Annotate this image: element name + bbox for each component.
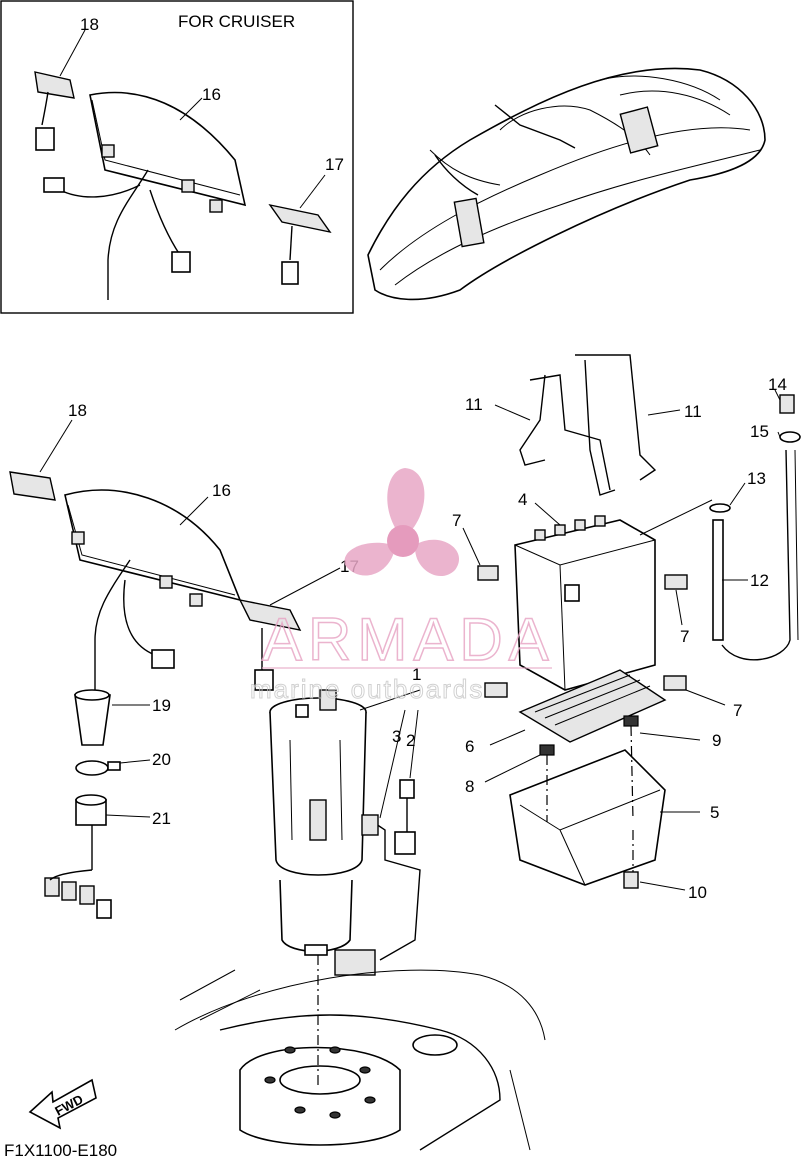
part-5-battery-box — [509, 749, 700, 886]
part-7-pads — [462, 527, 726, 706]
inset-part-18-sensor — [34, 29, 86, 151]
callout-3: 3 — [392, 727, 401, 746]
part-15-clip — [777, 431, 801, 443]
callout-8: 8 — [465, 777, 474, 796]
callout-17-inset: 17 — [325, 155, 344, 174]
part-17-switch — [238, 567, 341, 691]
part-16-meter-unit — [64, 489, 242, 607]
part-13-holder — [639, 482, 746, 536]
part-4-battery — [514, 502, 656, 691]
callout-20: 20 — [152, 750, 171, 769]
part-2-connector — [394, 709, 419, 855]
callout-11-left: 11 — [465, 395, 483, 414]
part-21-sleeve — [75, 794, 151, 826]
callout-7-mid: 7 — [680, 627, 689, 646]
callout-13: 13 — [747, 469, 766, 488]
callout-15: 15 — [750, 422, 769, 441]
inset-title: FOR CRUISER — [178, 12, 295, 31]
part-14-breather-nipple — [774, 389, 795, 414]
hull-base — [174, 955, 546, 1151]
part-10-collar — [623, 830, 686, 891]
fwd-label: FWD — [52, 1091, 85, 1118]
fuel-gauge-plug — [334, 949, 376, 976]
callout-16-inset: 16 — [202, 85, 221, 104]
callout-21: 21 — [152, 809, 171, 828]
main-harness — [44, 559, 175, 919]
callout-19: 19 — [152, 696, 171, 715]
callout-1: 1 — [412, 665, 421, 684]
propeller-logo-icon — [344, 468, 460, 577]
watercraft-illustration — [367, 67, 766, 301]
part-11-battery-bands — [494, 354, 681, 496]
callout-2: 2 — [406, 731, 415, 750]
callout-18: 18 — [68, 401, 87, 420]
callout-10: 10 — [688, 883, 707, 902]
callout-5: 5 — [710, 803, 719, 822]
inset-part-17-switch — [268, 174, 332, 285]
part-3-lead — [361, 709, 421, 961]
callout-7-bottom: 7 — [733, 701, 742, 720]
callout-6: 6 — [465, 737, 474, 756]
callout-9: 9 — [712, 731, 721, 750]
callout-7-top: 7 — [452, 511, 461, 530]
callout-11-right: 11 — [684, 402, 702, 421]
inset-harness — [43, 169, 191, 300]
callout-4: 4 — [518, 490, 527, 509]
fwd-arrow-icon: FWD — [28, 1078, 97, 1130]
callout-18-inset: 18 — [80, 15, 99, 34]
watermark-tagline: marine outboards — [250, 674, 484, 704]
part-12-breather-hose — [712, 449, 799, 661]
part-9-bolt — [623, 715, 701, 821]
watermark-brand: ARMADA — [262, 606, 555, 673]
part-6-mat — [489, 669, 667, 746]
part-18-sensor — [9, 419, 73, 501]
inset-for-cruiser: FOR CRUISER — [0, 0, 354, 314]
part-8-bolt — [484, 744, 555, 822]
diagram-code: F1X1100-E180 — [4, 1141, 117, 1160]
armada-watermark: ARMADA marine outboards — [250, 468, 555, 705]
part-1-fuel-pump — [269, 689, 421, 956]
inset-part-16-meter — [89, 91, 247, 213]
callout-12: 12 — [750, 571, 769, 590]
part-19-grommet — [74, 689, 150, 746]
callout-16: 16 — [212, 481, 231, 500]
part-20-clamp — [75, 759, 151, 776]
callout-14: 14 — [768, 375, 787, 394]
